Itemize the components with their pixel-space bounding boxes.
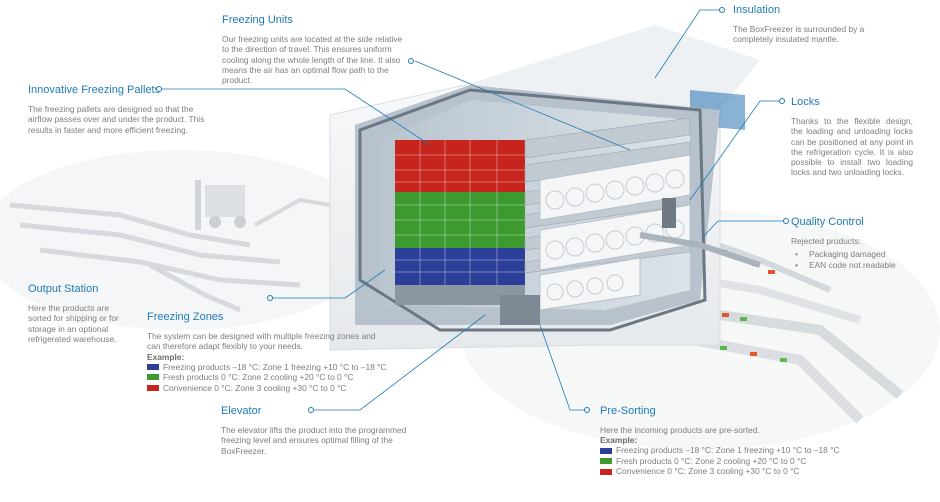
callout-freezing-zones: Freezing Zones The system can be designe… (147, 311, 387, 394)
pallet-stack (395, 140, 525, 285)
freezing-units (539, 154, 691, 311)
legend-text: Freezing products –18 °C: Zone 1 freezin… (616, 445, 840, 456)
legend-item: Fresh products 0 °C: Zone 2 cooling +20 … (600, 456, 830, 467)
callout-pre-sorting: Pre-Sorting Here the incoming products a… (600, 405, 840, 477)
callout-body: The elevator lifts the product into the … (221, 425, 407, 456)
callout-marker-icon (779, 98, 785, 104)
callout-marker-icon (156, 86, 162, 92)
callout-title: Elevator (221, 405, 262, 417)
callout-quality-control: Quality Control Rejected products: Packa… (791, 216, 921, 270)
callout-body: Here the products are sorted for shippin… (28, 303, 119, 344)
callout-marker-icon (308, 407, 314, 413)
legend-text: Fresh products 0 °C: Zone 2 cooling +20 … (616, 455, 807, 466)
callout-title: Insulation (733, 4, 781, 16)
lock-conveyor (639, 232, 761, 268)
legend-text: Convenience 0 °C: Zone 3 cooling +30 °C … (163, 382, 347, 393)
callout-output-station: Output Station Here the products are sor… (28, 283, 130, 344)
legend-item: Convenience 0 °C: Zone 3 cooling +30 °C … (147, 383, 377, 394)
legend-text: Freezing products –18 °C: Zone 1 freezin… (163, 361, 387, 372)
callout-title: Quality Control (791, 216, 864, 228)
callout-title: Innovative Freezing Pallets (28, 84, 161, 96)
callout-body: Rejected products: (791, 236, 861, 246)
callout-marker-icon (267, 295, 273, 301)
rejected-list: Packaging damaged EAN code not readable (791, 249, 921, 270)
legend-item: Convenience 0 °C: Zone 3 cooling +30 °C … (600, 466, 830, 477)
callout-body: The BoxFreezer is surrounded by a comple… (733, 24, 865, 45)
legend-text: Convenience 0 °C: Zone 3 cooling +30 °C … (616, 466, 800, 477)
inner-frame (358, 88, 707, 332)
callout-marker-icon (783, 218, 789, 224)
swatch-convenience (600, 468, 612, 475)
swatch-fresh (147, 374, 159, 381)
swatch-frozen (147, 363, 159, 370)
swatch-convenience (147, 384, 159, 391)
callout-title: Freezing Zones (147, 311, 224, 323)
callout-body: Our freezing units are located at the si… (222, 34, 403, 86)
list-item: Packaging damaged (795, 249, 921, 260)
legend-item: Fresh products 0 °C: Zone 2 cooling +20 … (147, 372, 377, 383)
callout-body: The system can be designed with multiple… (147, 331, 376, 352)
callout-body: Here the incoming products are pre-sorte… (600, 425, 760, 435)
callout-title: Pre-Sorting (600, 405, 656, 417)
elevator-lift (395, 198, 676, 325)
callout-locks: Locks Thanks to the flexible design, the… (791, 96, 913, 178)
legend-item: Freezing products –18 °C: Zone 1 freezin… (147, 362, 387, 373)
callout-title: Output Station (28, 283, 99, 295)
legend-item: Freezing products –18 °C: Zone 1 freezin… (600, 445, 840, 456)
callout-marker-icon (584, 407, 590, 413)
swatch-fresh (600, 458, 612, 465)
callout-title: Locks (791, 96, 820, 108)
forklift (195, 180, 246, 230)
callout-freezing-units: Freezing Units Our freezing units are lo… (222, 14, 408, 85)
leader-lines (160, 9, 785, 411)
callout-elevator: Elevator The elevator lifts the product … (221, 405, 421, 456)
callout-marker-icon (719, 7, 725, 13)
callout-title: Freezing Units (222, 14, 293, 26)
output-station-conveyors (9, 197, 331, 313)
legend-text: Fresh products 0 °C: Zone 2 cooling +20 … (163, 372, 354, 383)
callout-marker-icon (408, 58, 414, 64)
callout-freezing-pallets: Innovative Freezing Pallets The freezing… (28, 84, 216, 135)
callout-insulation: Insulation The BoxFreezer is surrounded … (733, 4, 901, 45)
example-label: Example: (147, 351, 185, 362)
callout-body: The freezing pallets are designed so tha… (28, 104, 205, 135)
callout-body: Thanks to the flexible design, the loadi… (791, 116, 913, 178)
swatch-frozen (600, 447, 612, 454)
example-label: Example: (600, 435, 638, 446)
list-item: EAN code not readable (795, 260, 921, 271)
